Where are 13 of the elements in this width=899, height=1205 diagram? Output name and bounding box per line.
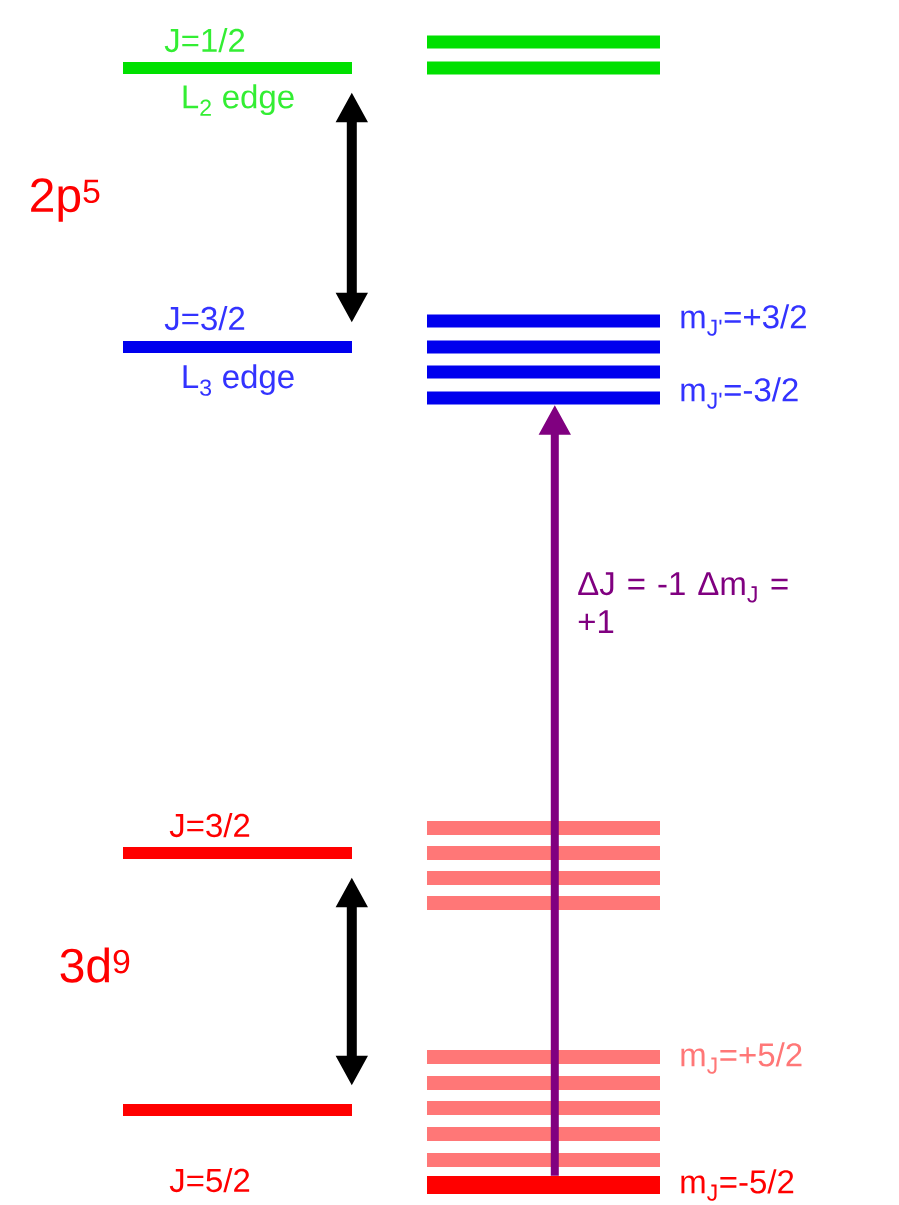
level-label: J=3/2 xyxy=(169,812,250,838)
level-label: J=3/2 xyxy=(164,305,245,331)
quantum-number-label: m$_{J'}$=-3/2 xyxy=(681,377,798,409)
level-label: J=1/2 xyxy=(164,27,245,53)
configuration-label: 3d$^{9}$ xyxy=(60,947,130,983)
quantum-number-label: m$_{J}$=+5/2 xyxy=(681,1042,802,1074)
quantum-number-label: m$_{J'}$=+3/2 xyxy=(681,304,806,336)
configuration-label: 2p$^{5}$ xyxy=(31,178,100,222)
level-label: J=5/2 xyxy=(169,1167,250,1193)
edge-label: ΔJ = -1 Δm$_{J}$ = +1 xyxy=(578,572,788,633)
level-label: L$_{3}$ edge xyxy=(183,364,294,396)
level-label: L$_{2}$ edge xyxy=(183,84,294,116)
quantum-number-label: m$_{J}$=-5/2 xyxy=(681,1169,794,1201)
